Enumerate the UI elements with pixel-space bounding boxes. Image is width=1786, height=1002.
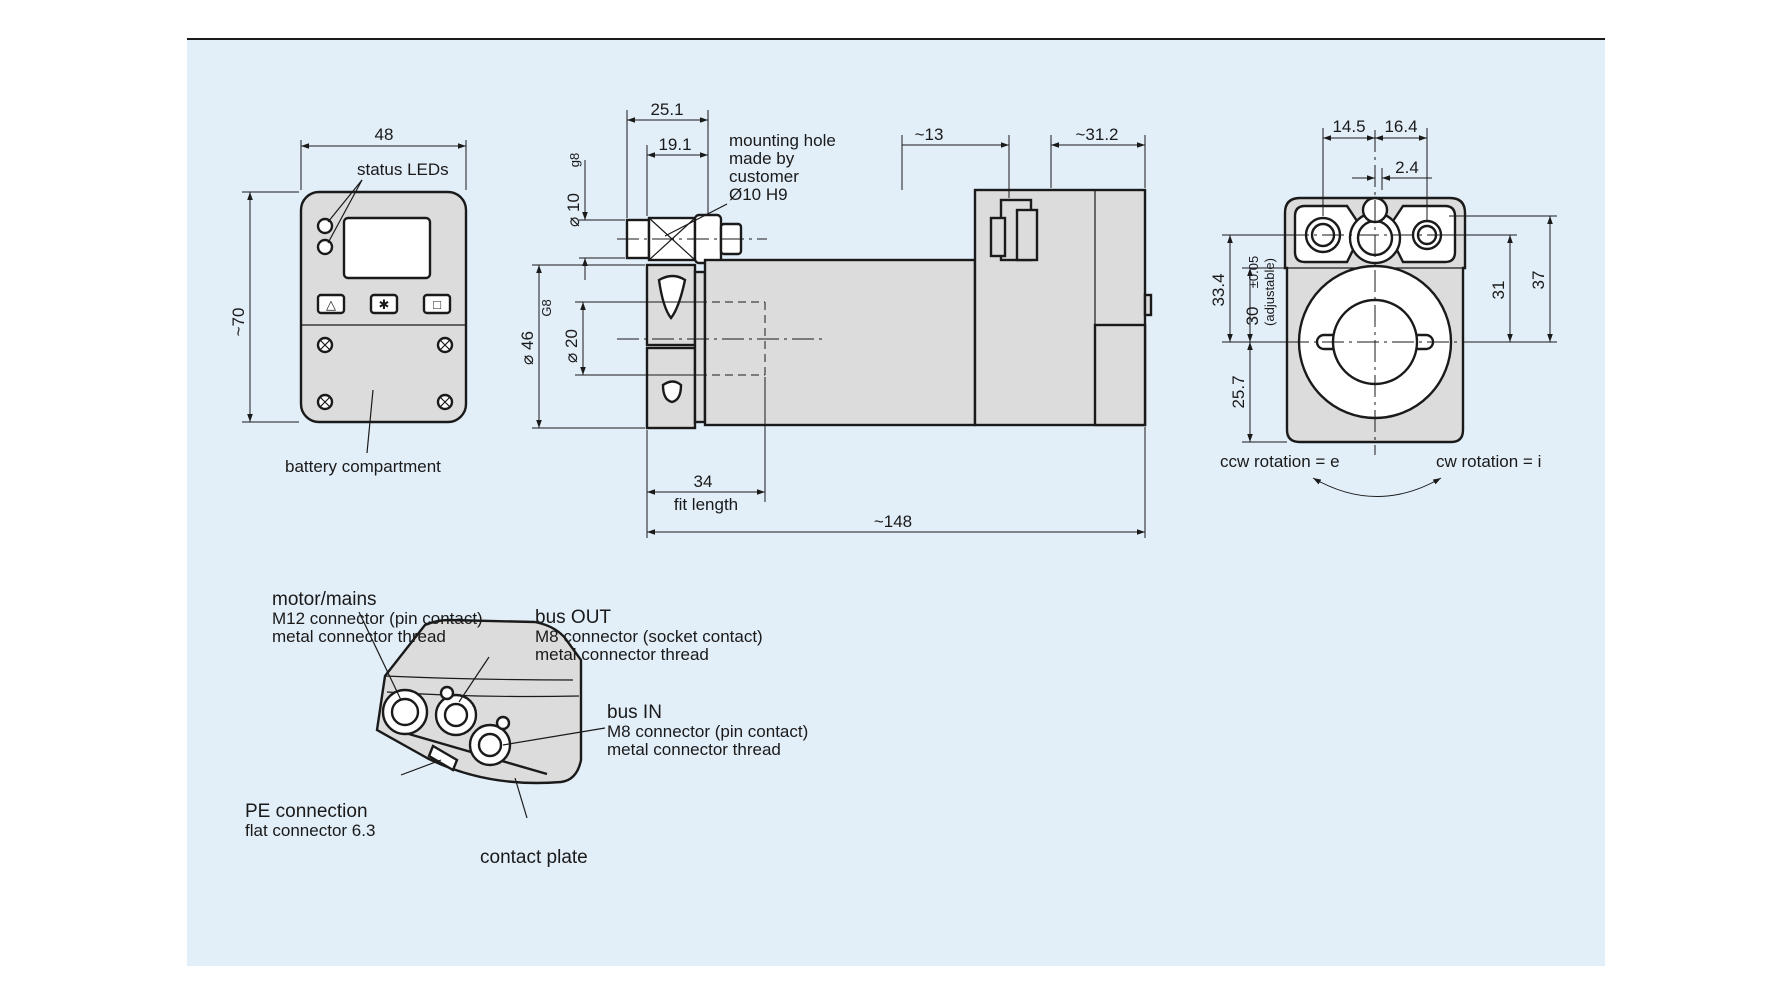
- motor-mains-line2: metal connector thread: [272, 627, 446, 646]
- motor-mains-title: motor/mains: [272, 589, 377, 610]
- dim-148: ~148: [874, 512, 912, 531]
- bus-out-line1: M8 connector (socket contact): [535, 627, 763, 646]
- flange-slot: [657, 274, 687, 320]
- dim-collar-d20-tol: G8: [539, 299, 554, 316]
- button-star-icon: ✱: [379, 297, 390, 312]
- battery-compartment-label: battery compartment: [285, 457, 441, 476]
- front-view: △ ✱ □ 48 ~70 status LEDs battery compart…: [229, 125, 468, 476]
- technical-drawing: △ ✱ □ 48 ~70 status LEDs battery compart…: [229, 100, 1557, 868]
- ccw-rotation-label: ccw rotation = e: [1220, 452, 1340, 471]
- pe-connection-line1: flat connector 6.3: [245, 821, 375, 840]
- screw-icons: [316, 336, 454, 411]
- dim-25-7: 25.7: [1229, 375, 1248, 408]
- dim-width-48: 48: [375, 125, 394, 144]
- status-led-1: [316, 217, 334, 235]
- dim-31-2: ~31.2: [1075, 125, 1118, 144]
- bus-out-title: bus OUT: [535, 607, 611, 628]
- cw-rotation-label: cw rotation = i: [1436, 452, 1541, 471]
- bus-in-title: bus IN: [607, 702, 662, 723]
- side-button: [1143, 293, 1153, 317]
- button-up: [316, 293, 346, 315]
- dim-height-70: ~70: [229, 308, 248, 337]
- status-led-2: [316, 238, 334, 256]
- dim-2-4: 2.4: [1395, 158, 1419, 177]
- dim-33-4: 33.4: [1209, 273, 1228, 306]
- display-window: [342, 216, 432, 280]
- mounting-hole-line-2: made by: [729, 149, 795, 168]
- dim-31: 31: [1489, 281, 1508, 300]
- button-up-icon: △: [326, 297, 336, 312]
- dim-30-tol: ±0.05: [1246, 256, 1261, 288]
- button-star: [369, 293, 399, 315]
- drawing-panel: △ ✱ □ 48 ~70 status LEDs battery compart…: [187, 38, 1605, 966]
- contact-plate-label: contact plate: [480, 847, 588, 868]
- dim-19-1: 19.1: [658, 135, 691, 154]
- dim-16-4: 16.4: [1384, 117, 1417, 136]
- end-view: 14.5 16.4 2.4 33.4 30 ±0.05 (adjustable)…: [1209, 117, 1557, 497]
- dim-34: 34: [694, 472, 713, 491]
- side-view: 25.1 19.1 mounting hole made by customer…: [518, 100, 1153, 538]
- dim-collar-d20: ⌀ 20: [562, 329, 581, 363]
- motor-mains-line1: M12 connector (pin contact): [272, 609, 483, 628]
- mounting-hole-line-1: mounting hole: [729, 131, 836, 150]
- dim-25-1: 25.1: [650, 100, 683, 119]
- mounting-hole-line-4: Ø10 H9: [729, 185, 788, 204]
- motor-body: [703, 258, 977, 427]
- bus-in-line1: M8 connector (pin contact): [607, 722, 808, 741]
- dim-shaft-d10-tol: g8: [567, 153, 582, 167]
- flange-ring: [693, 270, 707, 424]
- dim-13: ~13: [915, 125, 944, 144]
- connector-housing: [375, 618, 583, 785]
- dim-37: 37: [1529, 271, 1548, 290]
- button-square-icon: □: [433, 297, 441, 312]
- dim-30: 30: [1243, 307, 1262, 326]
- status-leds-label: status LEDs: [357, 160, 449, 179]
- connector-plug: [1015, 208, 1039, 262]
- pe-connection-title: PE connection: [245, 801, 368, 822]
- dim-flange-d46: ⌀ 46: [518, 331, 537, 365]
- fit-length-label: fit length: [674, 495, 738, 514]
- button-square: [422, 293, 452, 315]
- pe-flat-connector: [427, 744, 459, 772]
- bus-out-line2: metal connector thread: [535, 645, 709, 664]
- dim-shaft-d10: ⌀ 10: [564, 193, 583, 227]
- flange-hole: [661, 380, 683, 404]
- bus-in-line2: metal connector thread: [607, 740, 781, 759]
- dim-30-note: (adjustable): [1262, 258, 1277, 326]
- dim-14-5: 14.5: [1332, 117, 1365, 136]
- rotation-arrow: [1312, 477, 1442, 497]
- battery-cover: [1093, 323, 1147, 427]
- mounting-hole-line-3: customer: [729, 167, 799, 186]
- connector-perspective: motor/mains M12 connector (pin contact) …: [245, 589, 808, 868]
- connector-stub: [989, 216, 1007, 258]
